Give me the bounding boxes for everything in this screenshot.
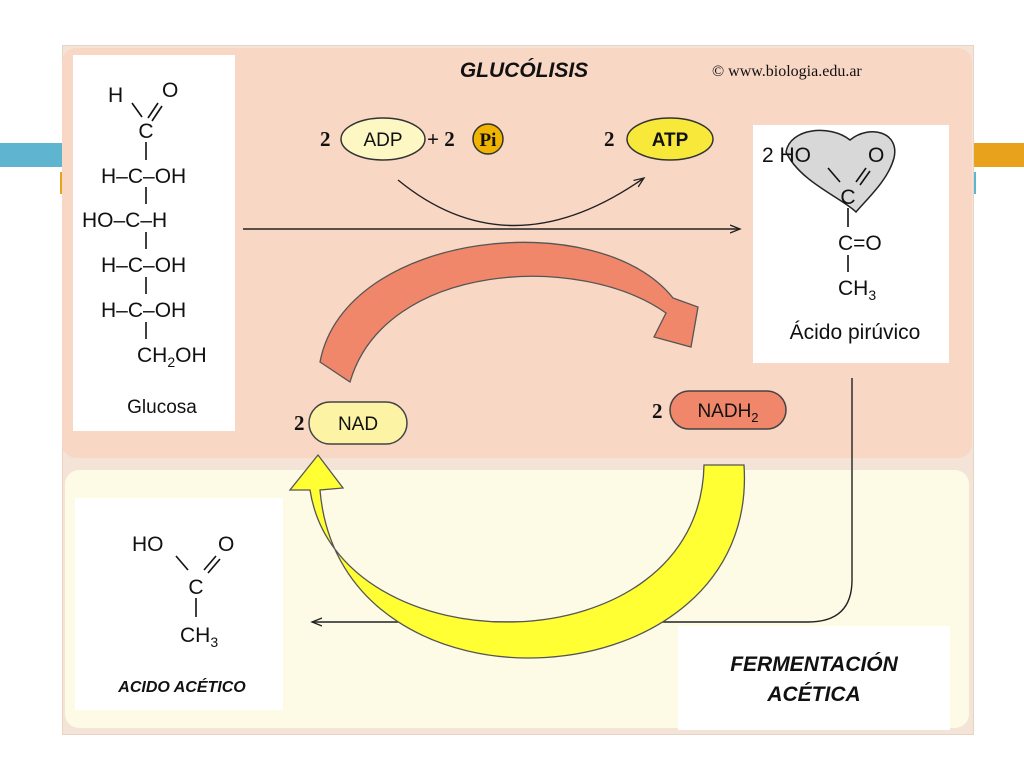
energy-coupling: 2 ADP + 2 Pi 2 ATP xyxy=(320,117,714,227)
adp-to-atp-arrow xyxy=(397,178,644,227)
pyruvic-ch-sub: 3 xyxy=(868,287,876,303)
acetic-label: ACIDO ACÉTICO xyxy=(117,677,246,696)
glucose-top-h: H xyxy=(108,84,123,107)
nadh-text: NADH2 xyxy=(697,401,758,425)
glucose-row-4: H–C–OH xyxy=(101,299,186,322)
acetic-box xyxy=(75,498,283,710)
nad-coefficient: 2 xyxy=(294,411,305,435)
glucose-top-o: O xyxy=(162,79,178,102)
atp-coefficient: 2 xyxy=(604,127,615,151)
nadh-coefficient: 2 xyxy=(652,399,663,423)
acetic-carbon: C xyxy=(188,576,203,599)
orange-reduction-arrow xyxy=(319,241,699,384)
glucose-carbon: C xyxy=(138,120,153,143)
atp-label: ATP xyxy=(652,130,689,151)
yellow-oxidation-arrow xyxy=(288,453,745,659)
nad-label: NAD xyxy=(338,414,378,435)
glucose-ch2oh-sub: 2 xyxy=(167,354,175,370)
glucose-molecule: H O C H–C–OH HO–C–H H–C–OH H–C–OH CH2OH … xyxy=(82,79,207,418)
copyright-text: © www.biologia.edu.ar xyxy=(712,63,862,80)
pyruvic-to-acetic-arrow xyxy=(312,378,853,622)
pyruvic-carbon-1: C xyxy=(840,186,855,209)
fermentation-line-1: FERMENTACIÓN xyxy=(730,652,898,676)
glucose-label: Glucosa xyxy=(127,397,197,418)
glucose-ch2oh: CH2OH xyxy=(137,344,207,370)
decorative-bar-left xyxy=(0,143,62,167)
acetic-ch3: CH3 xyxy=(180,624,218,650)
atp-ellipse xyxy=(626,117,714,161)
pyruvic-o: O xyxy=(868,144,884,167)
diagram-title: GLUCÓLISIS xyxy=(460,58,588,82)
glucose-ch2oh-ch: CH xyxy=(137,344,167,367)
glucose-row-1: H–C–OH xyxy=(101,165,186,188)
pyruvic-c-double-o: C=O xyxy=(838,232,882,255)
nadh-pill xyxy=(669,390,787,430)
pyruvic-coef-ho: 2 HO xyxy=(762,144,811,167)
adp-coefficient: 2 xyxy=(320,127,331,151)
acetic-ch-sub: 3 xyxy=(210,634,218,650)
nadh-sub: 2 xyxy=(751,410,758,425)
glucose-row-3: H–C–OH xyxy=(101,254,186,277)
pi-label: Pi xyxy=(480,130,497,151)
pyruvic-label: Ácido pirúvico xyxy=(790,321,921,344)
pyruvic-ch3: CH3 xyxy=(838,277,876,303)
nadh-label: NADH xyxy=(697,401,751,422)
decorative-tick-right xyxy=(972,172,976,194)
acetic-ho: HO xyxy=(132,533,164,556)
adp-ellipse xyxy=(340,117,426,161)
pyruvic-ch: CH xyxy=(838,277,868,300)
fermentation-line-2: ACÉTICA xyxy=(766,683,860,706)
pi-circle xyxy=(472,123,504,155)
nad-pill xyxy=(308,401,408,445)
adp-label: ADP xyxy=(363,130,402,151)
decorative-bar-right xyxy=(972,143,1024,167)
pyruvic-acid-molecule: 2 HO O C C=O CH3 Ácido pirúvico xyxy=(762,129,921,344)
fermentation-label-box xyxy=(678,626,950,730)
glucose-row-2: HO–C–H xyxy=(82,209,167,232)
plus-two: + 2 xyxy=(427,127,455,151)
carboxyl-loop xyxy=(785,129,896,214)
acetic-acid-molecule: HO O C CH3 ACIDO ACÉTICO xyxy=(117,533,246,696)
acetic-ch: CH xyxy=(180,624,210,647)
glucose-ch2oh-oh: OH xyxy=(175,344,207,367)
acetic-o: O xyxy=(218,533,234,556)
